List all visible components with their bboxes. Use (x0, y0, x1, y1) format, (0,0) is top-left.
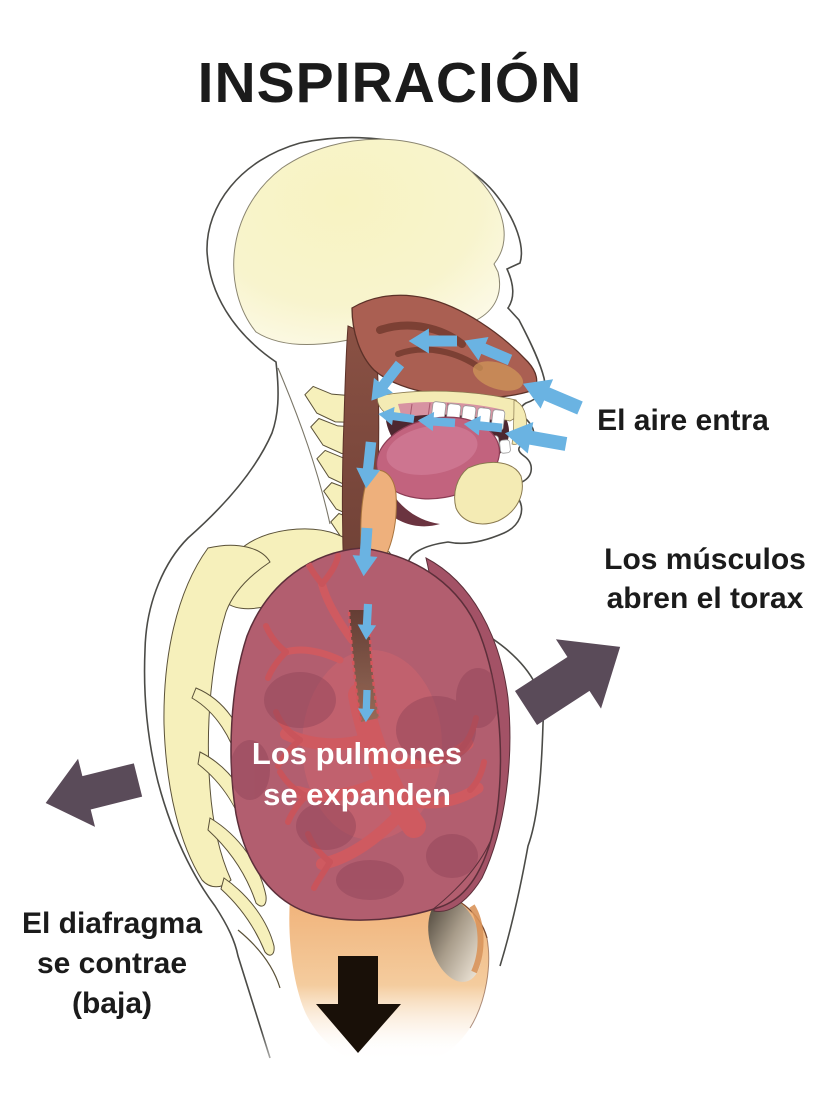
bronchial-tree (231, 553, 500, 900)
label-line: Los músculos (604, 543, 806, 576)
label-muscles-open-thorax: Los músculos abren el torax (604, 540, 806, 618)
label-line: se contrae (36, 947, 188, 980)
label-line: abren el torax (606, 582, 804, 615)
diaphragm-arrow-down (316, 956, 401, 1053)
bottom-fade (0, 1030, 835, 1107)
label-line: El diafragma (21, 907, 203, 940)
airflow-arrow-mouth-outside (502, 417, 569, 460)
thorax-arrow-left (37, 745, 147, 838)
lungs (230, 547, 511, 921)
label-line: Los pulmones (251, 736, 463, 771)
abdomen-opening (428, 898, 482, 982)
jaw-bone (454, 462, 523, 525)
label-air-entry: El aire entra (597, 404, 769, 437)
label-line: se expanden (263, 777, 451, 812)
scapula (163, 544, 271, 888)
rib-outline (237, 929, 281, 989)
rib (220, 877, 275, 956)
label-lungs-expand: Los pulmones se expanden (252, 733, 462, 815)
thorax-arrow-right (503, 612, 643, 743)
rib (207, 817, 267, 907)
label-diaphragm-contracts: El diafragma se contrae (baja) (22, 904, 202, 1024)
diagram-title: INSPIRACIÓN (197, 51, 583, 115)
label-line: (baja) (71, 987, 152, 1020)
